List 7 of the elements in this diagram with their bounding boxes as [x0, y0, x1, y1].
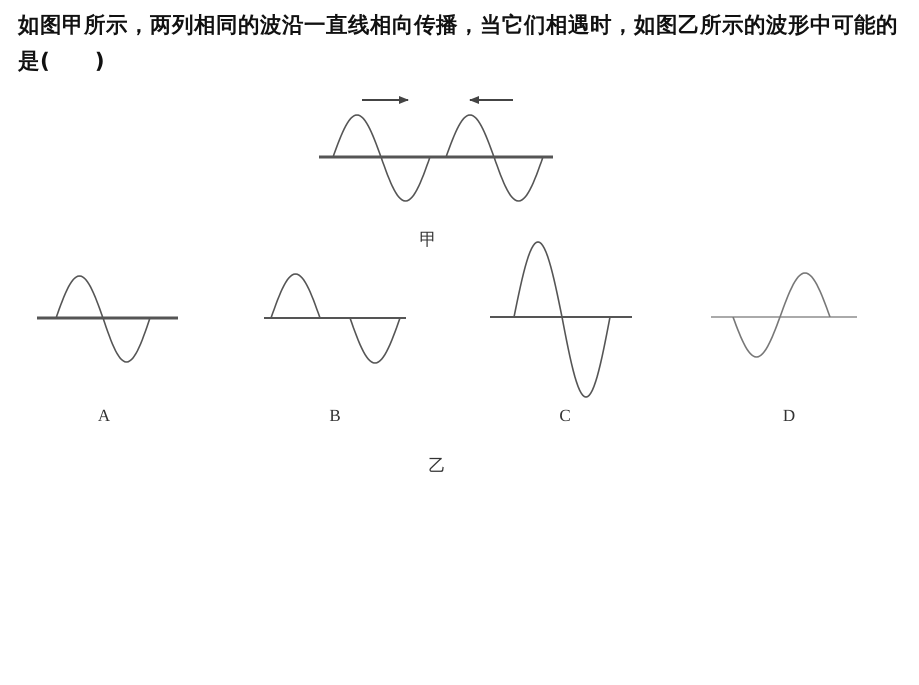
question-text: 如图甲所示，两列相同的波沿一直线相向传播，当它们相遇时，如图乙所示的波形中可能的是( ) [18, 12, 899, 76]
option-label: C [559, 406, 571, 426]
option-label: B [329, 406, 341, 426]
figure-label: 甲 [420, 229, 436, 251]
figure-label: 乙 [428, 455, 446, 477]
option-label: A [98, 406, 110, 426]
option-label: D [782, 406, 796, 426]
